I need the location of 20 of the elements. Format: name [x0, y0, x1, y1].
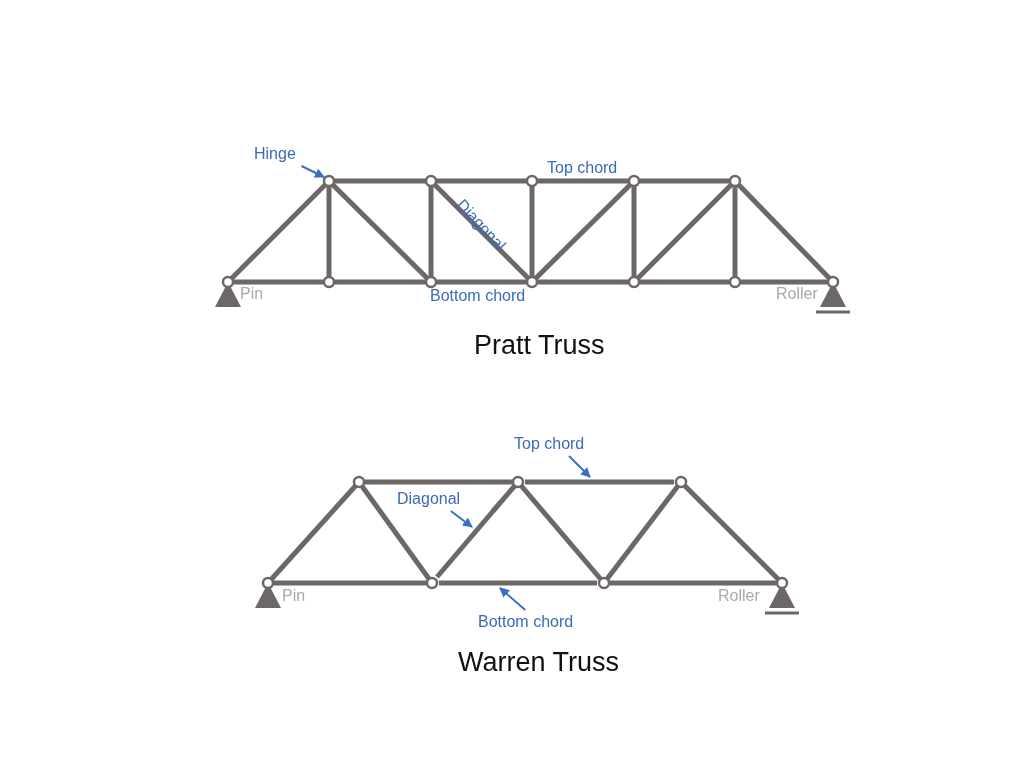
hinge-joint: [322, 174, 336, 188]
top-chord-member: [525, 479, 674, 485]
leader-arrow: [449, 510, 473, 528]
member-label: Bottom chord: [430, 287, 526, 305]
callout-label: Bottom chord: [478, 613, 574, 631]
callout-label: Top chord: [514, 435, 585, 453]
truss-title: Warren Truss: [458, 648, 620, 678]
bottom-chord-member: [439, 580, 597, 586]
support-label: Pin: [282, 587, 306, 605]
leader-arrow: [300, 165, 325, 178]
support-label: Roller: [776, 285, 818, 303]
leader-arrow: [499, 587, 527, 611]
diagonal-member: [435, 508, 496, 579]
leader-arrow: [568, 455, 591, 478]
support-label: Pin: [240, 285, 264, 303]
callout-label: Hinge: [254, 145, 296, 163]
truss-title: Pratt Truss: [474, 331, 605, 361]
member-label: Top chord: [547, 159, 618, 177]
support-label: Roller: [718, 587, 760, 605]
callout-label: Diagonal: [397, 490, 461, 508]
